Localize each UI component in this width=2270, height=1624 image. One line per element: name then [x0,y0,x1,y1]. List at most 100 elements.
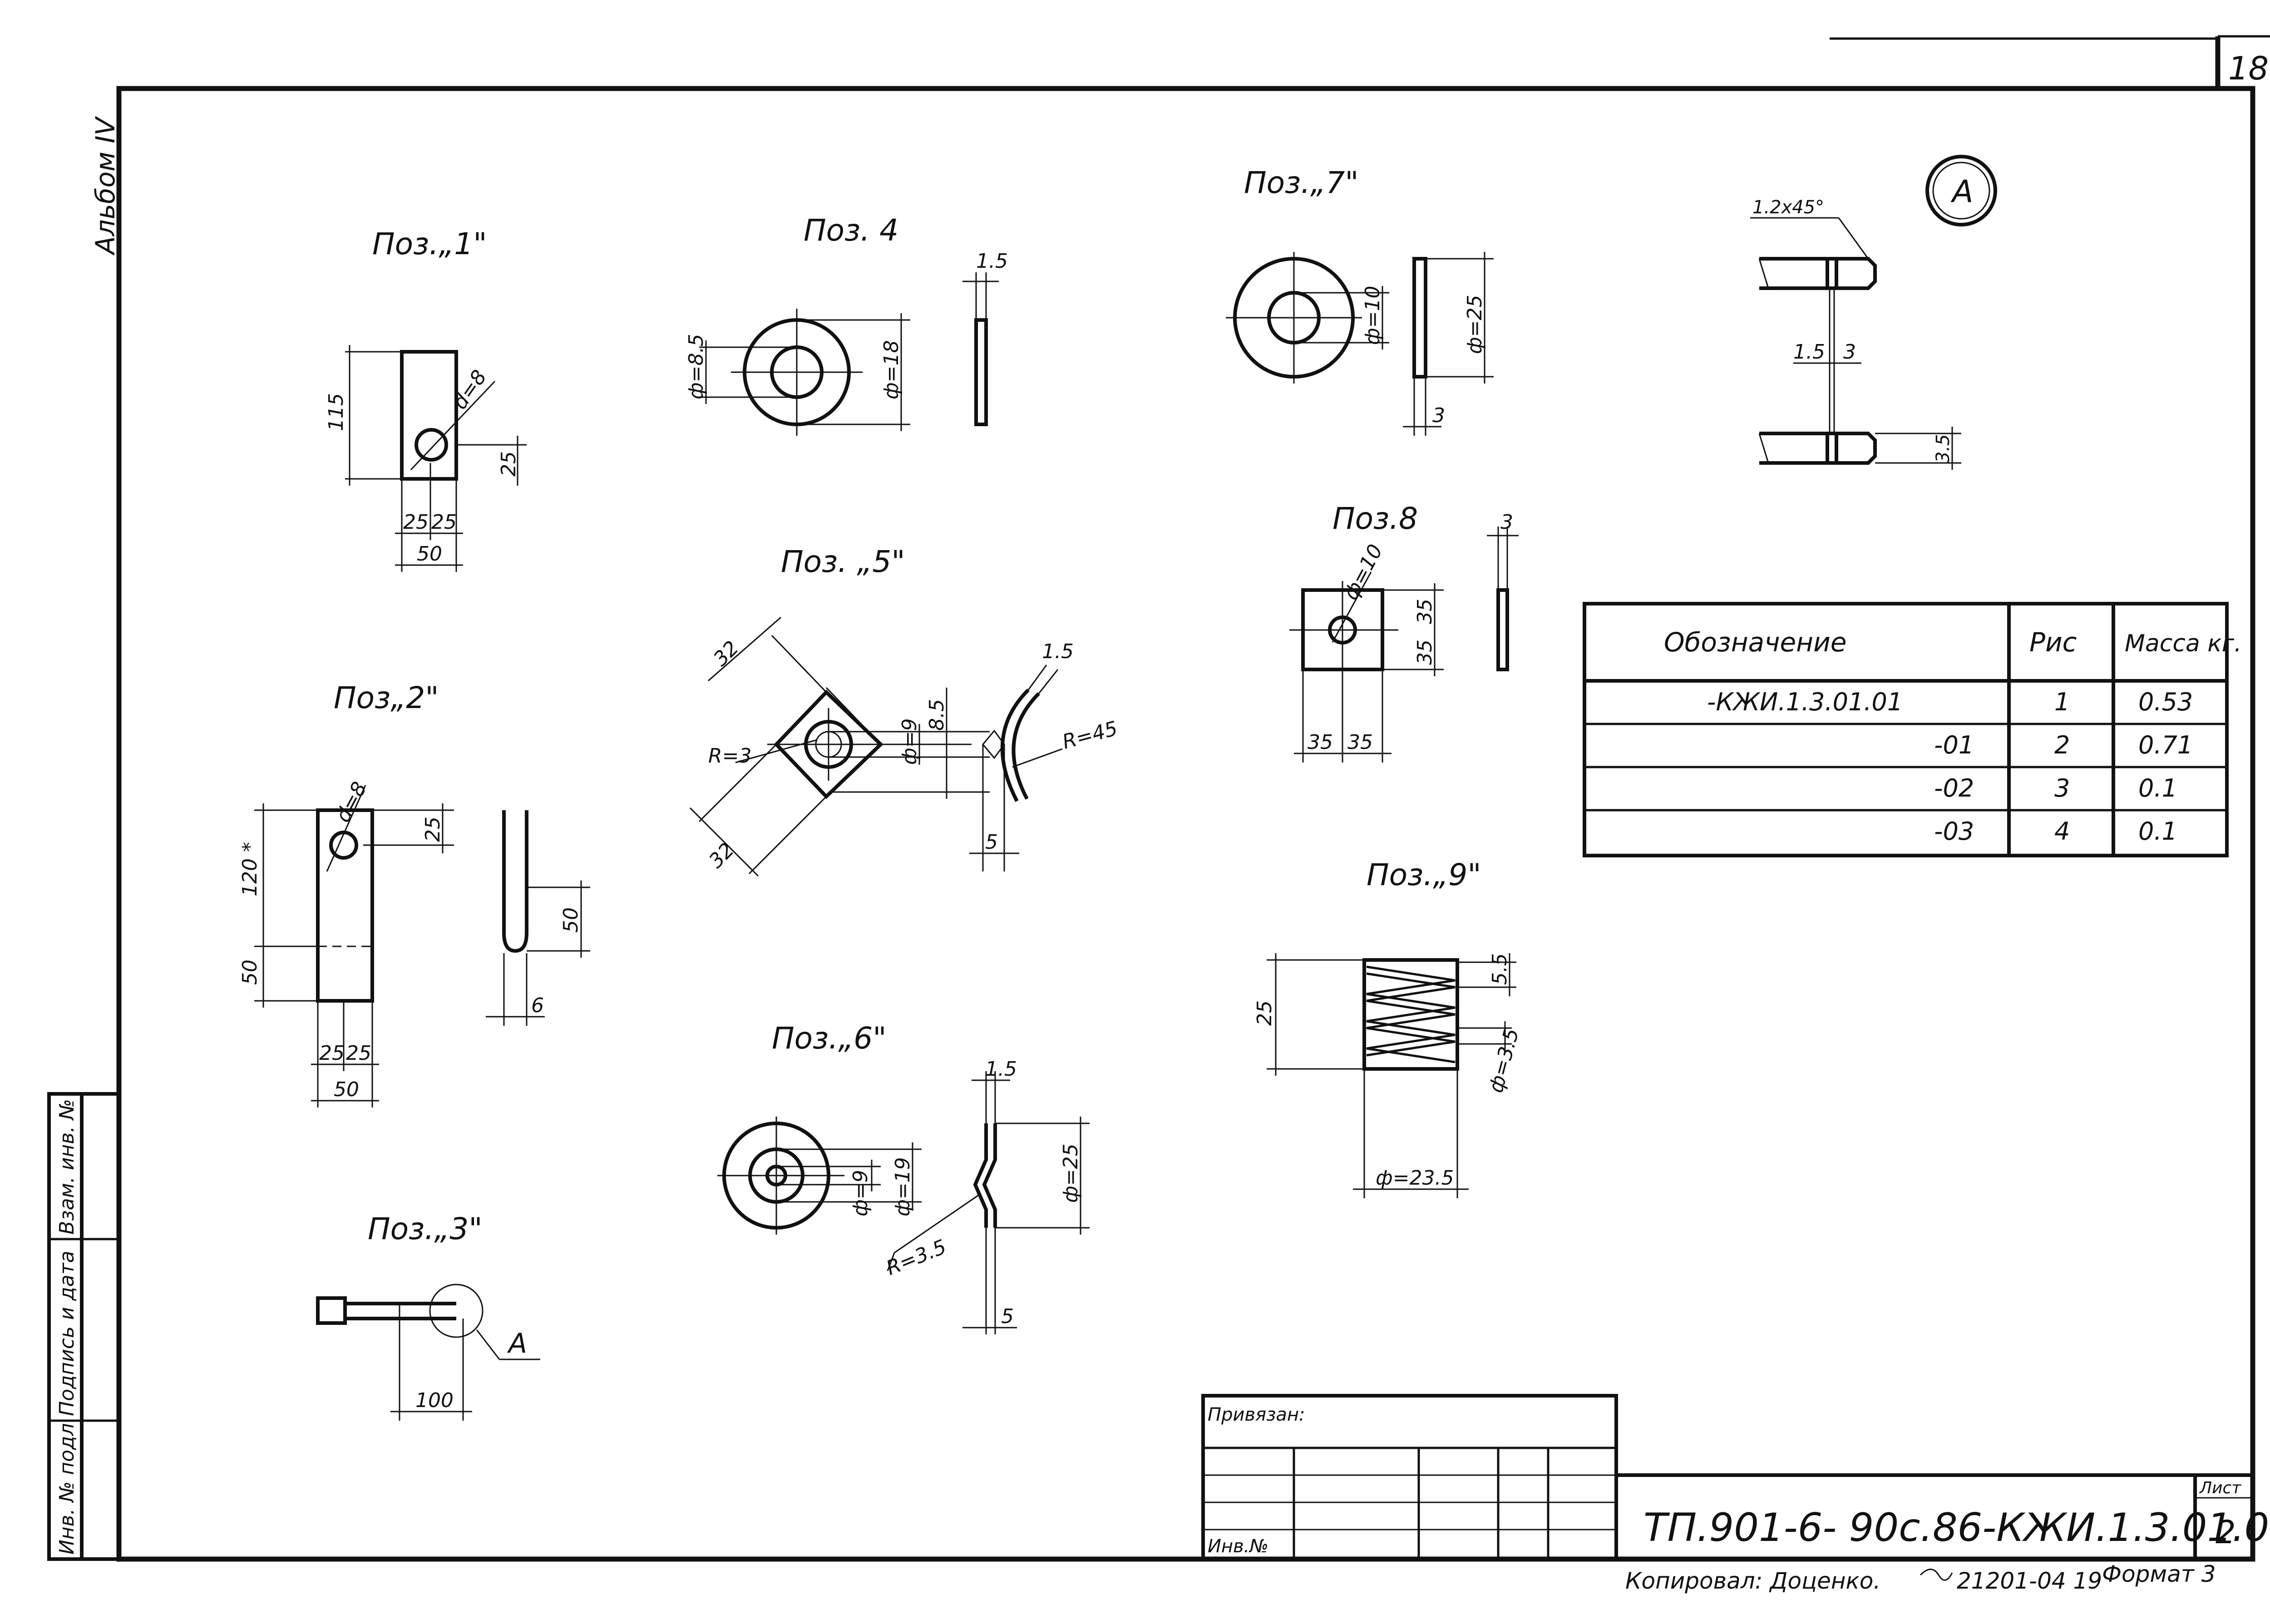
spec-cell-figure: 2 [2054,731,2070,759]
sheet-value: 2 [2216,1514,2236,1551]
pos-9-title: Поз.„9" [1367,857,1481,892]
pos-8-dim-horiz-right: 35 [1347,731,1373,754]
detail-pos-1: Поз.„1" 115 d=8 25 25 25 50 [325,226,527,572]
pos-1-dim-edge: 25 [497,451,520,477]
pos-5-dim-side-bottom: 32 [705,838,739,873]
pos-8-title: Поз.8 [1332,501,1418,536]
pos-5-dim-corner: R=3 [708,744,751,768]
spec-cell-mass: 0.71 [2138,731,2193,759]
detail-a-letter: А [1950,174,1974,210]
stamp-replace: Взам. инв. № [55,1099,79,1235]
detail-pos-9: Поз.„9" 25 5.5 ф=3.5 ф=23.5 [1253,857,1524,1198]
pos-9-dim-wire: ф=3.5 [1484,1026,1524,1095]
pos-6-dim-middle: ф=19 [891,1157,914,1216]
pos-7-title: Поз.„7" [1244,165,1359,200]
table-row: -02 3 0.1 [1934,774,2177,802]
detail-a-chamfer: 1.2x45° [1752,197,1824,218]
detail-pos-7: Поз.„7" ф=10 ф=25 3 [1226,165,1494,436]
detail-a-marker [1925,155,1997,226]
pos-5-dim-outer: 8.5 [925,699,948,731]
pos-1-title: Поз.„1" [372,226,487,261]
detail-pos-8: Поз.8 ф=10 3 35 35 35 35 [1289,501,1519,763]
pos-6-dim-inner: ф=9 [849,1170,872,1216]
pos-7-dim-inner: ф=10 [1361,286,1384,345]
pos-5-dim-depth: 5 [985,831,998,854]
pos-1-dim-right: 25 [431,511,457,534]
pos-9-dim-diameter: ф=23.5 [1376,1166,1454,1190]
pos-1-dim-width: 50 [417,542,442,566]
sheet-frame: 18 Альбом IV [90,35,2270,1562]
pos-8-dim-hole: ф=10 [1339,541,1387,604]
spec-cell-designation: -02 [1934,774,1974,802]
spec-header-designation: Обозначение [1664,627,1846,658]
pos-1-dim-length: 115 [325,393,348,431]
drawing-designation: ТП.901-6- 90с.86-КЖИ.1.3.01.01 [1643,1505,2270,1550]
spec-cell-designation: -01 [1934,731,1974,759]
pos-8-dim-vert-top: 35 [1413,599,1436,624]
copied-by: Копировал: Доценко. [1625,1568,1880,1594]
pos-2-dim-top: 25 [421,817,444,842]
spec-cell-designation: -КЖИ.1.3.01.01 [1707,688,1903,716]
spec-cell-figure: 1 [2054,688,2070,716]
pos-4-dim-inner: ф=8.5 [685,334,708,399]
pos-9-dim-height: 25 [1253,1000,1276,1026]
detail-pos-5: Поз. „5" 32 32 R=3 ф=9 8.5 1.5 R=45 5 [689,544,1120,877]
table-row: -01 2 0.71 [1934,731,2193,759]
spec-header-mass: Масса кг. [2125,630,2242,657]
table-row: -КЖИ.1.3.01.01 1 0.53 [1707,688,2193,716]
pos-4-dim-thickness: 1.5 [976,250,1008,273]
inventory-label: Инв.№ [1208,1536,1268,1557]
album-label: Альбом IV [90,116,121,256]
spec-cell-figure: 3 [2054,774,2070,802]
pos-5-dim-inner: ф=9 [898,718,921,765]
paper-format: Формат 3 [2102,1561,2216,1587]
spec-header-figure: Рис [2029,627,2077,658]
table-row: -03 4 0.1 [1934,817,2177,846]
sheet-label: Лист [2199,1479,2241,1497]
pos-2-dim-right: 25 [346,1042,371,1065]
pos-2-title: Поз„2" [334,680,439,715]
pos-2-dim-left: 25 [319,1042,345,1065]
pos-2-dim-tail: 50 [238,960,262,985]
pos-3-title: Поз.„3" [368,1211,483,1246]
pos-2-dim-bend: 50 [559,907,582,933]
pos-4-title: Поз. 4 [804,213,898,248]
pos-7-dim-thickness: 3 [1432,404,1445,427]
pos-1-dim-left: 25 [403,511,429,534]
pos-3-dim-length: 100 [415,1389,454,1412]
pos-6-dim-outer: ф=25 [1059,1144,1082,1203]
spec-table: Обозначение Рис Масса кг. -КЖИ.1.3.01.01… [1583,602,2242,857]
stamp-inv: Инв. № подл. [55,1417,79,1555]
linked-label: Привязан: [1208,1404,1305,1425]
pos-2-dim-width: 50 [334,1078,359,1101]
spec-cell-mass: 0.1 [2138,774,2177,802]
pos-5-dim-radius: R=45 [1060,717,1120,753]
pos-2-dim-gap: 6 [531,994,544,1017]
copy-code: 21201-04 19 [1957,1568,2102,1594]
pos-2-dim-height: 120 * [238,842,262,896]
pos-6-dim-depth: 5 [1001,1305,1014,1328]
pos-8-dim-vert-bottom: 35 [1413,640,1436,665]
pos-4-dim-outer: ф=18 [880,340,903,399]
pos-8-dim-thickness: 3 [1500,511,1513,534]
footer: Копировал: Доценко. 21201-04 19 Формат 3 [1625,1561,2216,1594]
pos-5-dim-thickness: 1.5 [1042,640,1074,663]
pos-6-dim-radius: R=3.5 [883,1235,950,1280]
pos-8-dim-horiz-left: 35 [1308,731,1333,754]
detail-pos-3: Поз.„3" А 100 [316,1211,540,1421]
detail-pos-6: Поз.„6" 1.5 ф=9 ф=19 ф=25 R=3.5 5 [717,1021,1090,1334]
title-block: Привязан: Инв.№ ТП.901-6- 90с.86-КЖИ.1.3… [1201,1394,2270,1561]
spec-cell-mass: 0.53 [2138,688,2193,716]
detail-a-dim-b: 3 [1843,340,1856,364]
detail-a-dim-a: 1.5 [1793,340,1825,364]
stamp-signature: Подпись и дата [55,1251,79,1416]
pos-6-dim-thickness: 1.5 [985,1058,1017,1081]
pos-6-title: Поз.„6" [772,1021,887,1056]
detail-pos-4: Поз. 4 ф=8.5 ф=18 1.5 [685,213,1008,436]
spec-cell-figure: 4 [2054,817,2070,846]
pos-7-dim-outer: ф=25 [1463,295,1486,354]
pos-5-dim-side-top: 32 [709,636,744,671]
pos-9-dim-pitch: 5.5 [1488,953,1511,985]
pos-5-title: Поз. „5" [781,544,905,579]
